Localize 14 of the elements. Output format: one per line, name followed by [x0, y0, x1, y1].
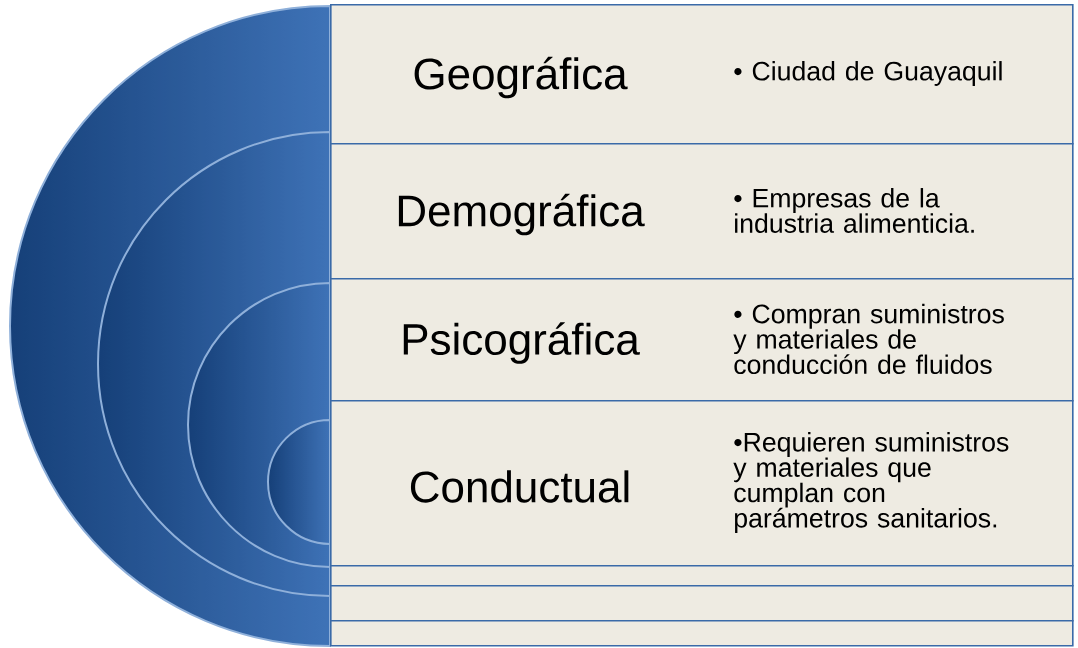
empty-band — [330, 585, 1074, 622]
bullet-text: •Requieren suministros y materiales que cumplan con parámetros sanitarios. — [733, 432, 1009, 533]
bullet-text: • Empresas de la industria alimenticia. — [734, 188, 974, 233]
heading-text: Demográfica — [398, 193, 645, 236]
bullet-text: • Ciudad de Guayaquil — [734, 61, 1002, 86]
bullet-text: • Compran suministros y materiales de conducción de fluidos — [733, 303, 1004, 375]
empty-band — [330, 620, 1074, 647]
heading-text: Conductual — [410, 470, 629, 503]
band — [330, 143, 1074, 280]
empty-band — [330, 565, 1074, 587]
band — [330, 278, 1074, 402]
heading-text: Geográfica — [414, 56, 628, 99]
heading-text: Psicográfica — [403, 322, 640, 364]
band — [330, 4, 1074, 145]
